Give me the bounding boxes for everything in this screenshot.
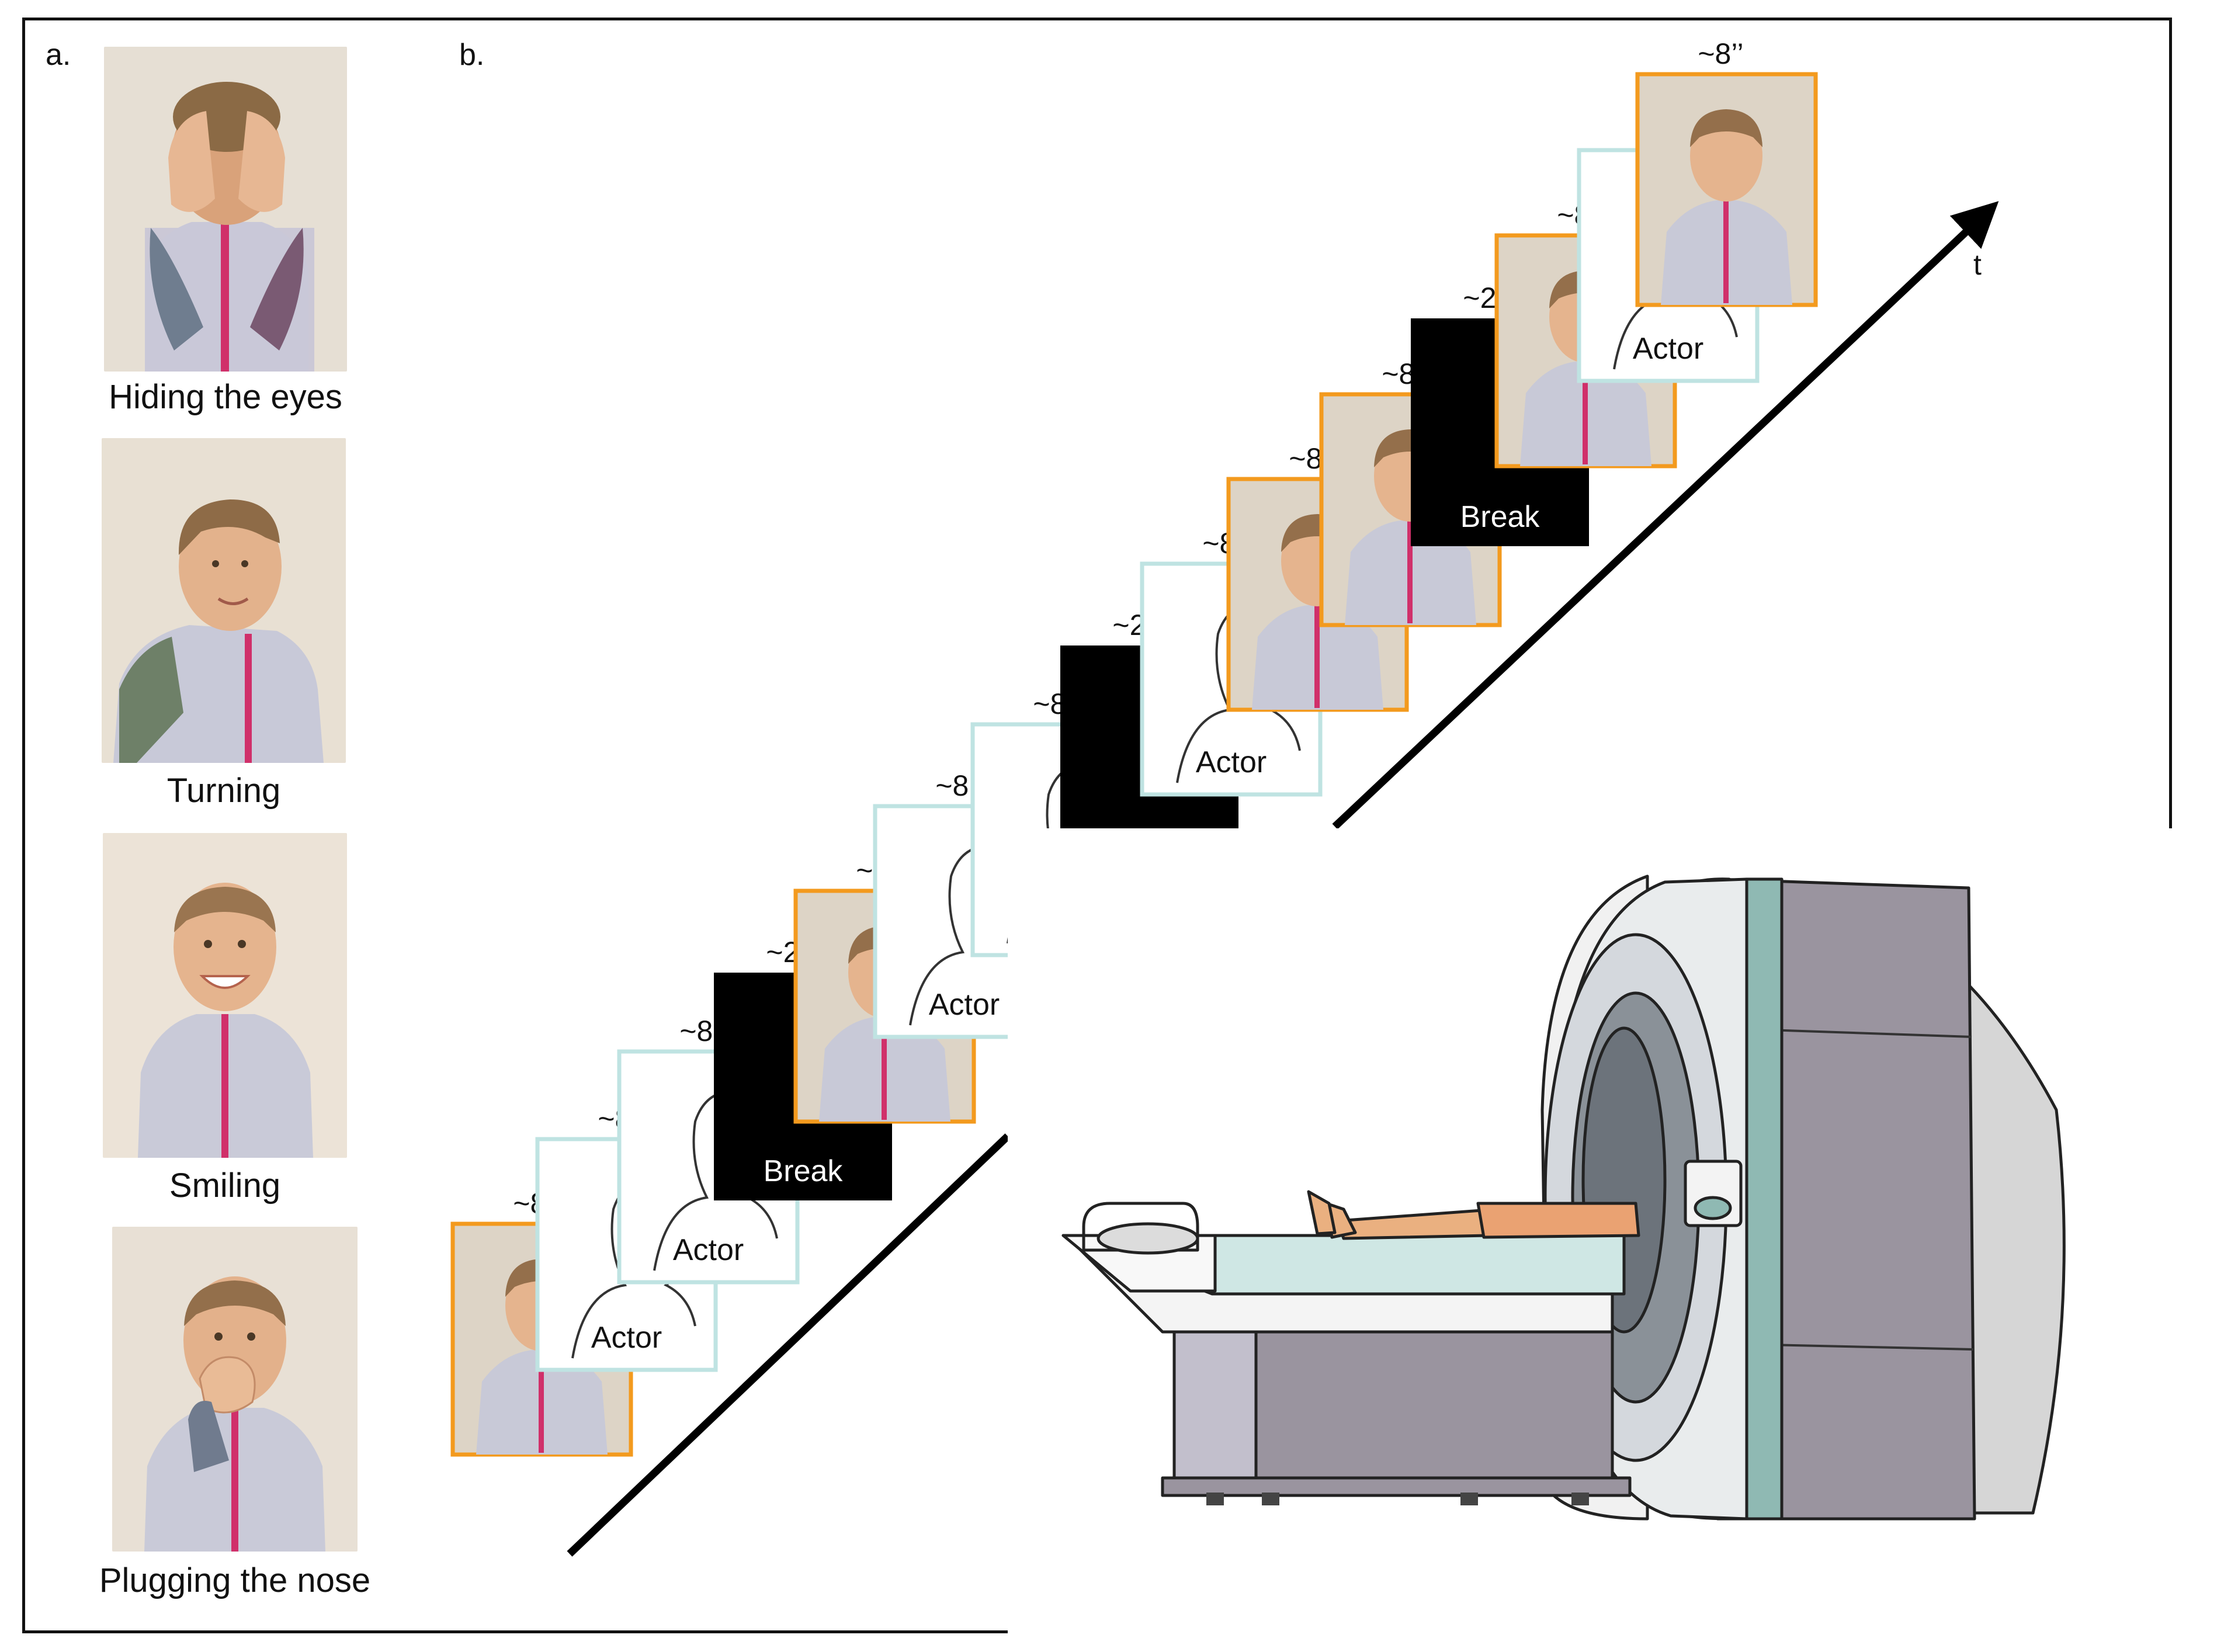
zipper-icon bbox=[882, 1016, 887, 1120]
sequence-frame-photo bbox=[1635, 72, 1818, 307]
break-label: Break bbox=[1460, 500, 1540, 534]
child-turning-photo-icon bbox=[102, 438, 346, 763]
photo-turning bbox=[102, 438, 346, 763]
actor-label: Actor bbox=[929, 988, 1000, 1022]
actor-label: Actor bbox=[591, 1321, 662, 1355]
zipper-icon bbox=[1314, 605, 1320, 708]
child-plugging-nose-photo-icon bbox=[112, 1227, 358, 1552]
photo-smiling bbox=[103, 833, 347, 1158]
zipper-icon bbox=[1583, 361, 1588, 464]
child-hair-icon bbox=[1690, 109, 1762, 147]
caption-hiding-eyes: Hiding the eyes bbox=[109, 378, 342, 416]
time-axis-label: t bbox=[1973, 248, 1982, 281]
caption-turning: Turning bbox=[166, 772, 281, 810]
zipper-icon bbox=[1723, 200, 1729, 303]
child-hiding-eyes-photo-icon bbox=[104, 47, 347, 372]
break-label: Break bbox=[764, 1154, 844, 1188]
mri-scanner-with-child-icon bbox=[1061, 874, 2066, 1521]
photo-hiding-eyes bbox=[104, 47, 347, 372]
photo-plugging-nose bbox=[112, 1227, 358, 1552]
child-smiling-photo-icon bbox=[103, 833, 347, 1158]
actor-label: Actor bbox=[673, 1233, 744, 1267]
actor-label: Actor bbox=[1633, 332, 1703, 366]
duration-label: ~8’’ bbox=[1698, 37, 1743, 70]
zipper-icon bbox=[539, 1349, 544, 1453]
panel-b-label: b. bbox=[459, 38, 485, 72]
caption-plugging-nose: Plugging the nose bbox=[99, 1561, 371, 1599]
time-axis-upper bbox=[1332, 201, 1999, 830]
zipper-icon bbox=[1407, 520, 1413, 623]
time-axis-lower bbox=[567, 1133, 1011, 1557]
caption-smiling: Smiling bbox=[169, 1167, 281, 1205]
panel-a-label: a. bbox=[46, 38, 71, 72]
actor-label: Actor bbox=[1196, 745, 1267, 779]
